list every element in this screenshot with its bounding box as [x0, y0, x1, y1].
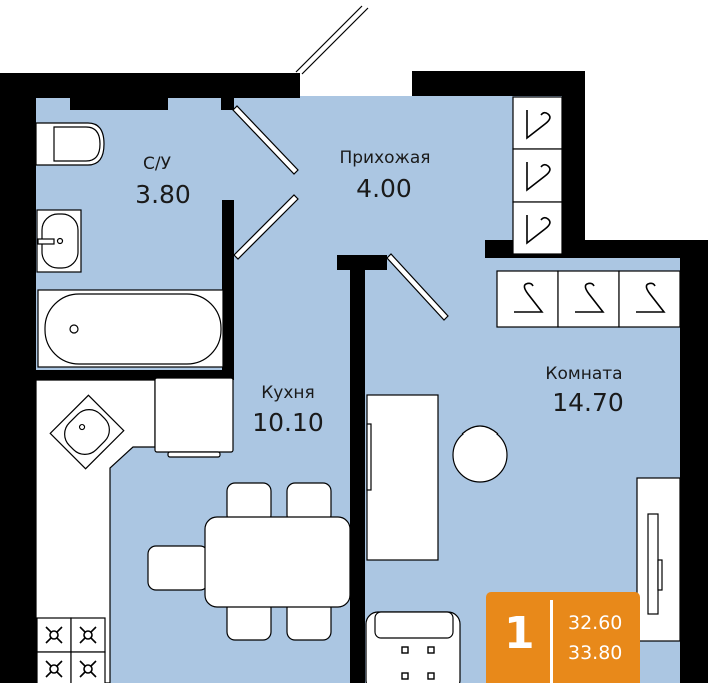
- chair-icon: [452, 425, 508, 483]
- room-area-living: 14.70: [552, 388, 624, 417]
- apartment-badge: 1 32.60 33.80: [486, 592, 640, 683]
- kitchen-sink-icon: [49, 394, 125, 470]
- room-count: 1: [504, 608, 535, 659]
- sink-icon: [36, 209, 82, 273]
- room-name-hallway: Прихожая: [339, 148, 431, 168]
- door-icon: [232, 105, 449, 321]
- chair-icon: [147, 482, 332, 641]
- bathtub-icon: [37, 289, 224, 368]
- tv-stand-icon: [636, 477, 681, 642]
- total-area: 33.80: [568, 642, 623, 664]
- entrance-door-icon: [295, 5, 369, 75]
- room-name-bathroom: С/У: [143, 154, 171, 174]
- kitchen-counter: [35, 377, 234, 683]
- living-area: 32.60: [568, 612, 623, 634]
- walls: [0, 71, 708, 683]
- room-area-hallway: 4.00: [356, 174, 412, 203]
- stove-icon: [36, 617, 106, 683]
- room-name-kitchen: Кухня: [261, 383, 315, 403]
- desk-icon: [366, 394, 439, 561]
- room-area-bathroom: 3.80: [135, 180, 191, 209]
- bed-icon: [365, 611, 461, 683]
- table-icon: [204, 516, 351, 608]
- room-area-kitchen: 10.10: [252, 408, 324, 437]
- toilet-icon: [35, 122, 105, 166]
- badge-divider: [550, 600, 553, 683]
- wardrobe-column: [496, 96, 681, 328]
- hanger-icon: [514, 110, 666, 313]
- room-name-living: Комната: [545, 364, 623, 384]
